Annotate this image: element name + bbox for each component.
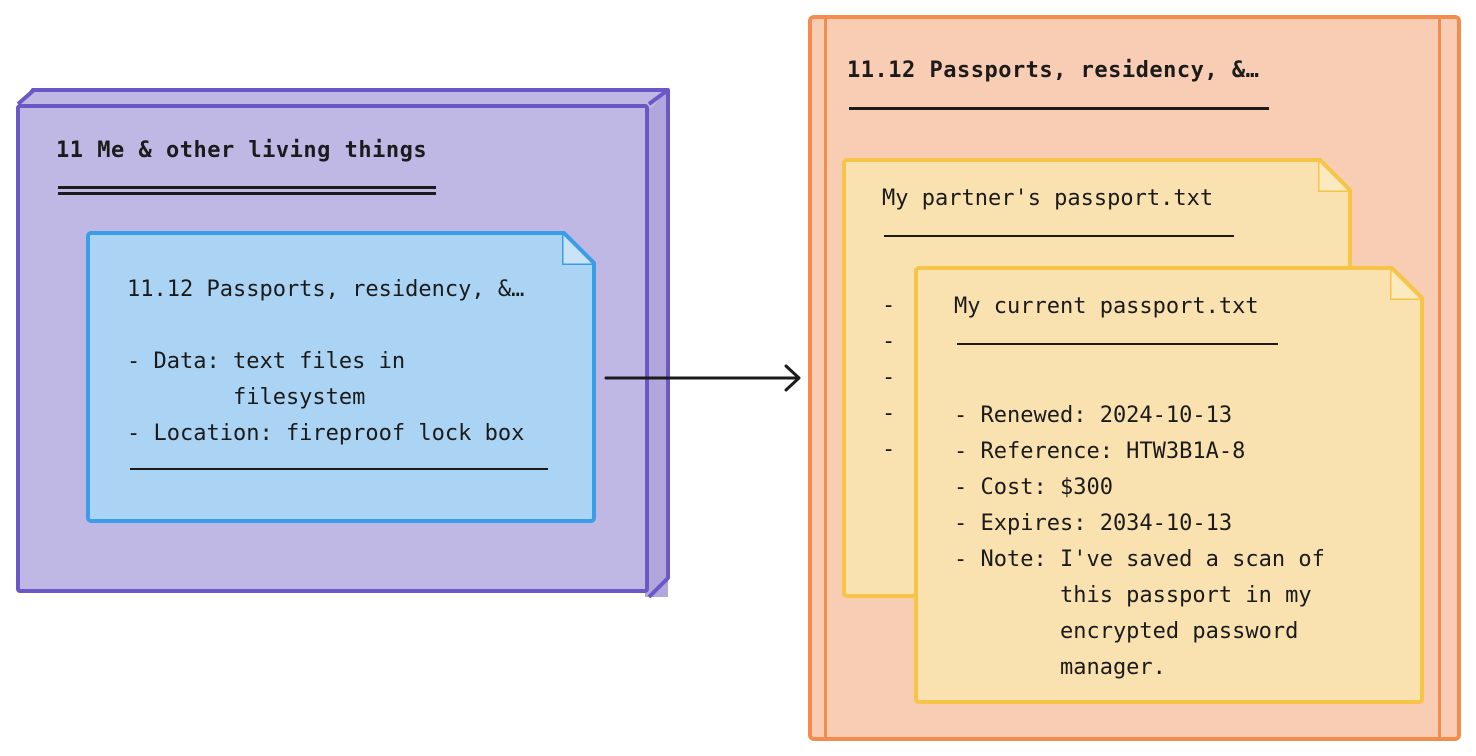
- title-underline-double: [58, 192, 436, 195]
- folder-title-rule: [849, 107, 1269, 110]
- category-node-side: [645, 88, 668, 597]
- page-fold-icon: [562, 231, 596, 265]
- index-card-rule: [130, 468, 548, 470]
- file-current-passport[interactable]: [914, 266, 1424, 704]
- index-card-line: - Location: fireproof lock box: [127, 421, 525, 446]
- file-title-rule: [957, 343, 1278, 345]
- folder-inner-border: [1438, 19, 1441, 737]
- file-line: - Renewed: 2024-10-13: [954, 403, 1233, 428]
- arrow-icon: [604, 364, 801, 392]
- file-line: this passport in my: [954, 583, 1312, 608]
- file-line: -: [882, 329, 909, 354]
- file-line: - Cost: $300: [954, 475, 1113, 500]
- file-line: -: [882, 437, 909, 462]
- category-node-edges: [16, 88, 670, 599]
- index-card-title: 11.12 Passports, residency, &…: [127, 277, 525, 302]
- file-title: My current passport.txt: [954, 294, 1259, 319]
- file-line: - Expires: 2034-10-13: [954, 511, 1233, 536]
- file-line: -: [882, 365, 909, 390]
- file-line: manager.: [954, 655, 1166, 680]
- file-line: - Note: I've saved a scan of: [954, 547, 1325, 572]
- title-underline: [58, 186, 436, 189]
- category-node-title: 11 Me & other living things: [56, 138, 428, 163]
- folder-title: 11.12 Passports, residency, &…: [847, 58, 1260, 83]
- page-fold-icon: [1390, 266, 1424, 300]
- file-line: -: [882, 401, 909, 426]
- file-line: encrypted password: [954, 619, 1299, 644]
- file-line: -: [882, 293, 909, 318]
- page-fold-icon: [1318, 158, 1352, 192]
- file-title-rule: [884, 235, 1234, 237]
- file-title: My partner's passport.txt: [882, 186, 1214, 211]
- file-line: - Reference: HTW3B1A-8: [954, 439, 1246, 464]
- folder-inner-border: [824, 19, 827, 737]
- index-card-line: filesystem: [127, 385, 366, 410]
- index-card-document[interactable]: [86, 231, 596, 523]
- index-card-line: - Data: text files in: [127, 349, 406, 374]
